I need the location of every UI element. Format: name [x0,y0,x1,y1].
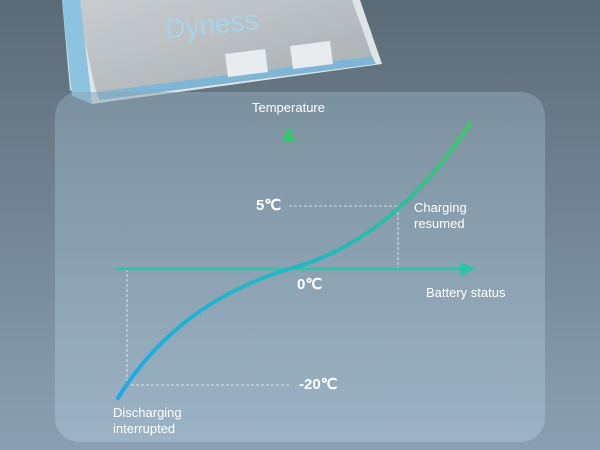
temperature-curve [116,122,472,400]
bms-board-image [62,0,382,104]
annotation-line: Discharging [113,405,182,420]
y-axis-label: Temperature [252,100,325,115]
tick-5c: 5℃ [256,197,282,214]
tick-minus20c: -20℃ [299,376,338,393]
x-axis-label: Battery status [426,285,506,300]
tick-0c: 0℃ [297,276,323,293]
annotation-line: resumed [414,216,465,231]
annotation-line: Charging [414,200,467,215]
annotation-discharging-interrupted: Discharging interrupted [113,405,182,437]
x-axis-arrow-icon [460,262,476,276]
annotation-charging-resumed: Charging resumed [414,200,467,232]
y-axis-arrow-icon [282,126,296,142]
annotation-line: interrupted [113,421,176,436]
